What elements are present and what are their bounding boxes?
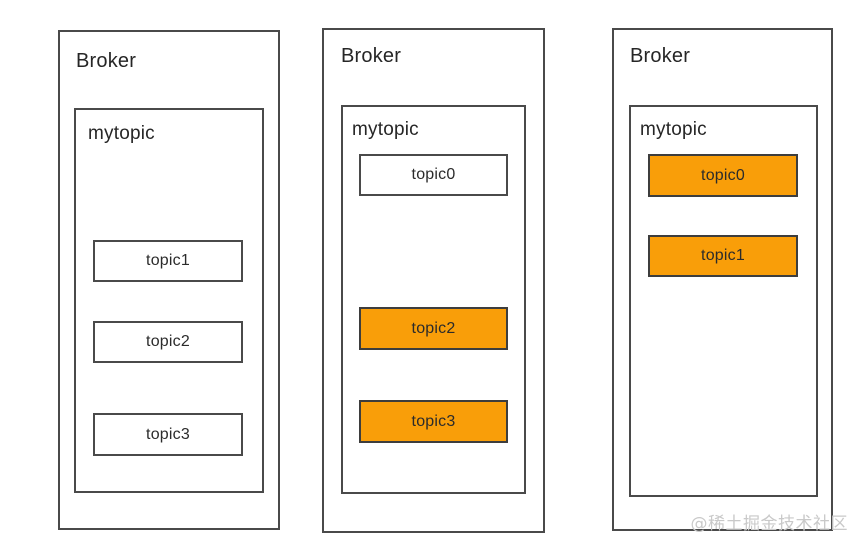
partition-box-topic3: topic3: [359, 400, 508, 443]
broker-label-1: Broker: [76, 50, 137, 72]
topic-group-label-1: mytopic: [88, 123, 155, 144]
watermark: @稀土掘金技术社区: [690, 514, 848, 534]
topic-group-label-2: mytopic: [352, 119, 419, 140]
partition-box-topic0: topic0: [648, 154, 798, 197]
broker-label-3: Broker: [630, 45, 691, 67]
broker-label-2: Broker: [341, 45, 402, 67]
partition-box-topic2: topic2: [359, 307, 508, 350]
partition-box-topic0: topic0: [359, 154, 508, 196]
partition-box-topic1: topic1: [648, 235, 798, 277]
partition-box-topic2: topic2: [93, 321, 243, 363]
topic-group-label-3: mytopic: [640, 119, 707, 140]
partition-box-topic1: topic1: [93, 240, 243, 282]
partition-box-topic3: topic3: [93, 413, 243, 456]
